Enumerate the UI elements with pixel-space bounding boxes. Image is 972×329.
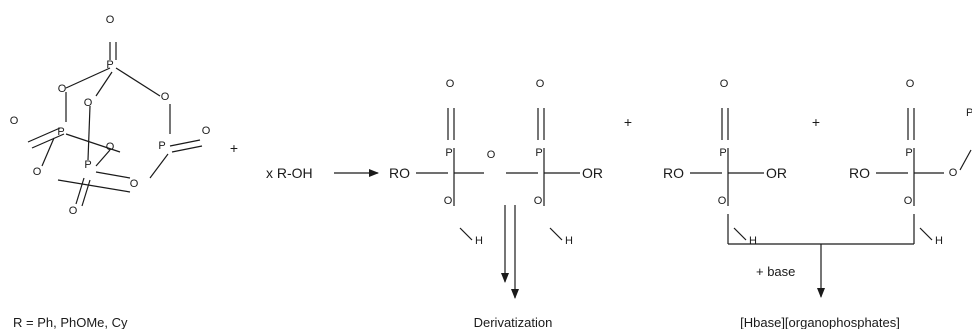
product-phosphate-diester: RO O P OR O H [663, 78, 787, 247]
cage-atom-o-top: O [106, 14, 115, 26]
product1-p2: P [535, 147, 542, 159]
product2-o-top: O [720, 78, 729, 90]
product2-o-lower: O [718, 195, 727, 207]
cage-atom-o-far-left: O [10, 115, 19, 127]
product1-group-or: OR [582, 165, 603, 181]
cage-atom-p-right: P [158, 140, 165, 152]
cage-atom-p-bottom: P [84, 159, 91, 171]
product1-p1-o-top: O [446, 78, 455, 90]
cage-bonds [27, 42, 203, 207]
reagent-label: x R-OH [266, 165, 313, 181]
cage-atom-o-bottom: O [69, 205, 78, 217]
plus-sign-3: + [812, 114, 820, 130]
product1-p2-o-lower: O [534, 195, 543, 207]
plus-sign-1: + [230, 140, 238, 156]
product1-bridge-o: O [487, 149, 496, 161]
product3-o-top: O [906, 78, 915, 90]
product2-group-ro: RO [663, 165, 684, 181]
cage-atom-o-upper-center: O [84, 97, 93, 109]
product1-h2: H [565, 235, 573, 247]
r-groups-caption: R = Ph, PhOMe, Cy [13, 315, 128, 329]
product3-h: H [935, 235, 943, 247]
cage-atom-o-lower-right: O [130, 178, 139, 190]
product2-h: H [749, 235, 757, 247]
product1-h1: H [475, 235, 483, 247]
product2-p: P [719, 147, 726, 159]
product1-p1: P [445, 147, 452, 159]
derivatization-caption: Derivatization [474, 315, 553, 329]
cage-atom-o-upper-left: O [58, 83, 67, 95]
cage-atom-o-center: O [106, 141, 115, 153]
cage-atom-p-top: P [106, 59, 113, 71]
product3-o-lower: O [904, 195, 913, 207]
product3-o-bridge: O [949, 167, 958, 179]
cage-atom-p-left: P [57, 126, 64, 138]
product-phosphate-partial: RO O P O P O H [849, 78, 972, 247]
product1-group-ro: RO [389, 165, 410, 181]
product3-p-edge: P [966, 107, 972, 119]
cage-atom-o-far-right: O [202, 125, 211, 137]
salts-caption: [Hbase][organophosphates] [740, 315, 900, 329]
product-pyrophosphate: RO O P O O P OR O O H H [389, 78, 603, 247]
cage-atoms: O P O O O O P O P O P O O O [10, 14, 211, 217]
base-bracket [727, 214, 915, 298]
product1-p1-o-lower: O [444, 195, 453, 207]
cage-atom-o-upper-right: O [161, 91, 170, 103]
base-label: + base [756, 264, 795, 279]
plus-sign-2: + [624, 114, 632, 130]
product2-group-or: OR [766, 165, 787, 181]
p4o10-cage: O P O O O O P O P O P O O O [10, 14, 211, 217]
product3-p: P [905, 147, 912, 159]
cage-atom-o-lower-left: O [33, 166, 42, 178]
product3-group-ro: RO [849, 165, 870, 181]
product1-p2-o-top: O [536, 78, 545, 90]
